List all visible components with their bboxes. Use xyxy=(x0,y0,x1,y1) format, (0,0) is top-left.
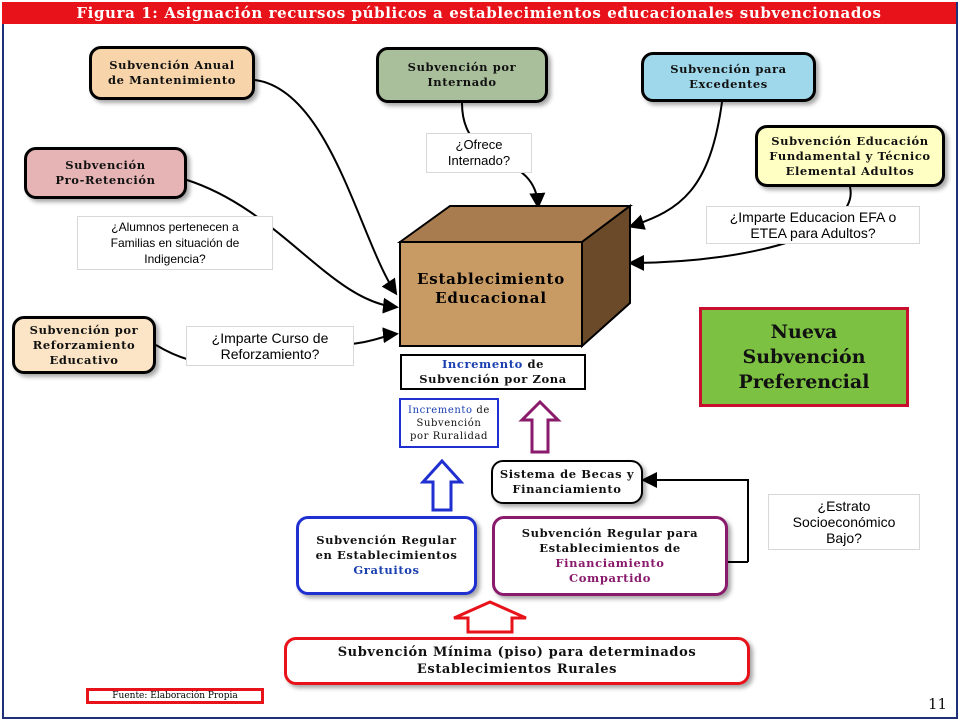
establecimiento-cube xyxy=(396,204,633,349)
figure-title: Figura 1: Asignación recursos públicos a… xyxy=(2,2,956,24)
connector-excedentes xyxy=(628,101,723,230)
connector-retencion xyxy=(186,179,399,314)
connector-estrato xyxy=(641,472,749,562)
subvencion-minima-box[interactable]: Subvención Mínima (piso) para determinad… xyxy=(284,637,750,685)
purple-up-arrow xyxy=(518,399,562,454)
red-up-arrow xyxy=(453,600,527,634)
connector-anual xyxy=(254,79,398,296)
page-number: 11 xyxy=(928,695,948,713)
blue-up-arrow xyxy=(419,458,465,512)
source-note: Fuente: Elaboración Propia xyxy=(86,688,264,704)
